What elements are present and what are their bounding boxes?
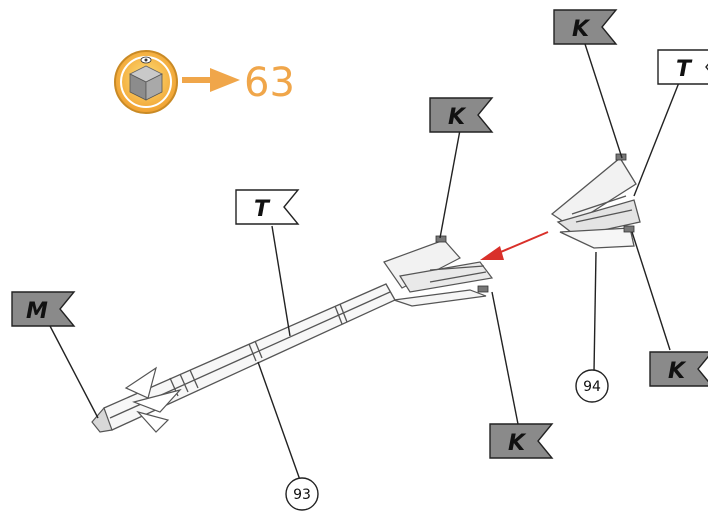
- orange-arrow-icon: [182, 68, 240, 92]
- missile-body: [91, 283, 396, 433]
- flag-k-4: K: [649, 351, 708, 387]
- assembly-direction-arrow: [480, 231, 549, 260]
- svg-text:T: T: [676, 57, 693, 82]
- svg-text:93: 93: [293, 487, 311, 503]
- callout-93: 93: [285, 477, 319, 511]
- paint-cube-icon: [114, 50, 178, 114]
- flag-m: M: [11, 291, 76, 327]
- flag-t-2: T: [657, 49, 708, 85]
- reference-group: 63: [114, 50, 295, 114]
- flag-k-3: K: [489, 423, 554, 459]
- leader-lines: [49, 43, 681, 481]
- flag-k-1: K: [429, 97, 494, 133]
- reference-page-number: 63: [244, 60, 295, 106]
- svg-text:M: M: [26, 299, 48, 324]
- fin-part-94: [550, 153, 641, 249]
- svg-text:94: 94: [583, 379, 601, 395]
- svg-text:K: K: [508, 431, 527, 456]
- callout-94: 94: [575, 369, 609, 403]
- flag-k-2: K: [553, 9, 618, 45]
- svg-text:K: K: [668, 359, 687, 384]
- svg-text:K: K: [572, 17, 591, 42]
- flag-t-1: T: [235, 189, 300, 225]
- svg-text:K: K: [448, 105, 467, 130]
- svg-text:T: T: [254, 197, 271, 222]
- rear-fin-assembly-installed: [383, 235, 494, 307]
